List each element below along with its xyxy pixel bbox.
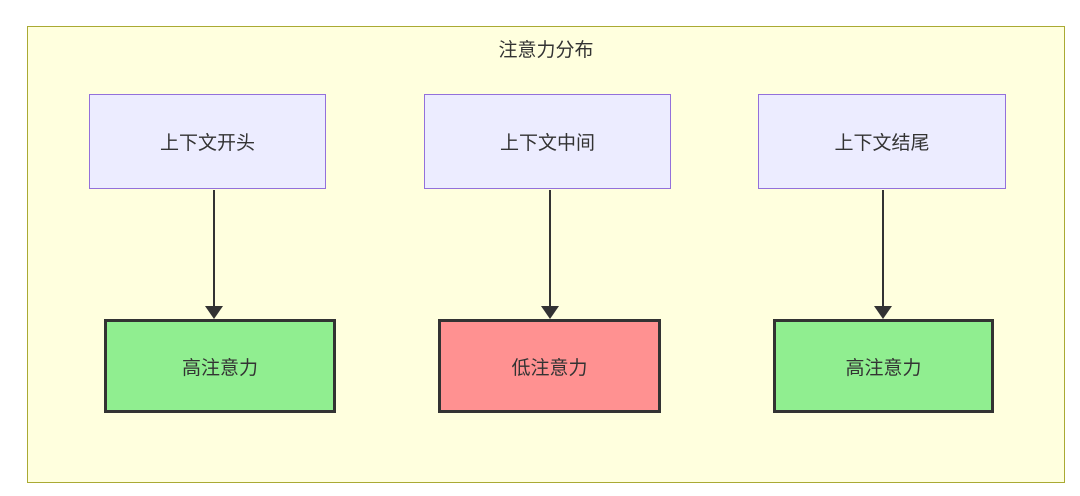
cluster-title: 注意力分布 — [498, 40, 594, 61]
arrowhead-icon — [541, 306, 559, 319]
arrow-down — [874, 190, 892, 319]
node-context-middle: 上下文中间 — [424, 94, 671, 189]
arrowhead-icon — [874, 306, 892, 319]
node-context-middle-label: 上下文中间 — [499, 133, 595, 154]
node-context-end: 上下文结尾 — [758, 94, 1006, 189]
arrow-down — [205, 190, 223, 319]
node-low-attention: 低注意力 — [438, 319, 661, 413]
node-high-attention-1-label: 高注意力 — [181, 357, 258, 379]
attention-distribution-cluster: 注意力分布 上下文开头 高注意力 上下文中间 低注意力 上下文结尾 — [27, 26, 1065, 483]
node-context-start-label: 上下文开头 — [159, 133, 255, 154]
node-context-end-label: 上下文结尾 — [834, 133, 930, 154]
node-high-attention-2-label: 高注意力 — [845, 357, 922, 379]
node-high-attention-1: 高注意力 — [104, 319, 336, 413]
arrow-shaft — [882, 190, 884, 307]
node-context-start: 上下文开头 — [89, 94, 326, 189]
node-high-attention-2: 高注意力 — [773, 319, 994, 413]
arrow-down — [541, 190, 559, 319]
arrowhead-icon — [205, 306, 223, 319]
arrow-shaft — [549, 190, 551, 307]
arrow-shaft — [213, 190, 215, 307]
node-low-attention-label: 低注意力 — [511, 357, 588, 379]
